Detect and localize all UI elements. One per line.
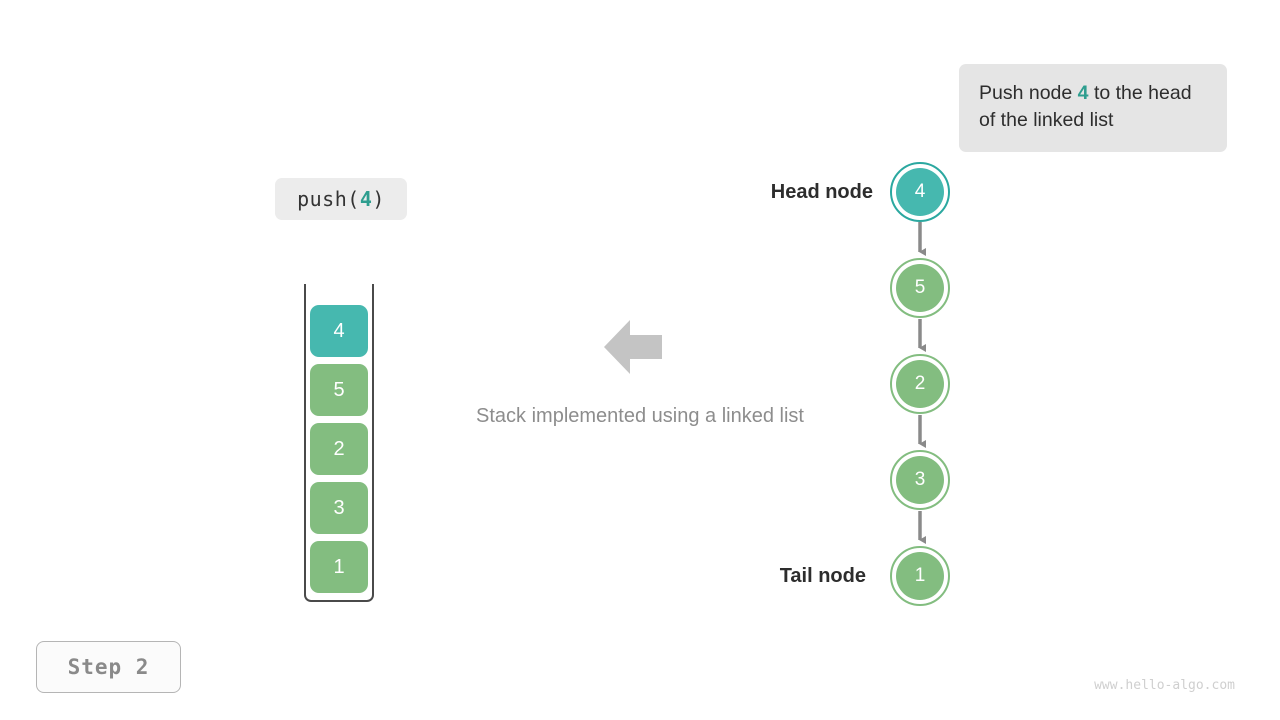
callout-highlight-value: 4 (1077, 82, 1089, 104)
linked-list-node: 5 (890, 258, 950, 318)
node-value: 3 (914, 469, 926, 490)
node-value: 4 (914, 181, 926, 202)
linked-list-node: 4 (890, 162, 950, 222)
diagram-caption: Stack implemented using a linked list (476, 405, 804, 427)
stack-cell-list: 4 5 2 3 1 (310, 305, 368, 600)
operation-label: push(4) (275, 178, 407, 220)
node-value: 5 (914, 277, 926, 298)
operation-value: 4 (359, 187, 373, 211)
operation-suffix: ) (372, 187, 385, 211)
stack-cell: 3 (310, 482, 368, 534)
stack-cell-value: 1 (333, 555, 345, 578)
linked-list-node: 2 (890, 354, 950, 414)
tail-node-label: Tail node (779, 565, 866, 587)
callout-box: Push node 4 to the head of the linked li… (959, 64, 1227, 152)
stack-cell-value: 4 (333, 319, 345, 342)
stack-cell: 4 (310, 305, 368, 357)
linked-list-node: 3 (890, 450, 950, 510)
callout-text-before: Push node (979, 82, 1078, 104)
linked-list-node: 1 (890, 546, 950, 606)
head-node-label: Head node (770, 181, 873, 203)
node-value: 2 (914, 373, 926, 394)
stack-cell-value: 3 (333, 496, 345, 519)
stack-cell: 5 (310, 364, 368, 416)
left-arrow-icon (604, 320, 662, 374)
stack-cell-value: 2 (333, 437, 345, 460)
stack-cell: 2 (310, 423, 368, 475)
watermark: www.hello-algo.com (1094, 678, 1235, 693)
stack-cell-value: 5 (333, 378, 345, 401)
operation-prefix: push( (297, 187, 360, 211)
stack-container (304, 284, 374, 602)
node-value: 1 (914, 565, 926, 586)
callout-text-after: to the head of the linked list (979, 82, 1192, 131)
stack-cell: 1 (310, 541, 368, 593)
step-badge: Step 2 (36, 641, 181, 693)
